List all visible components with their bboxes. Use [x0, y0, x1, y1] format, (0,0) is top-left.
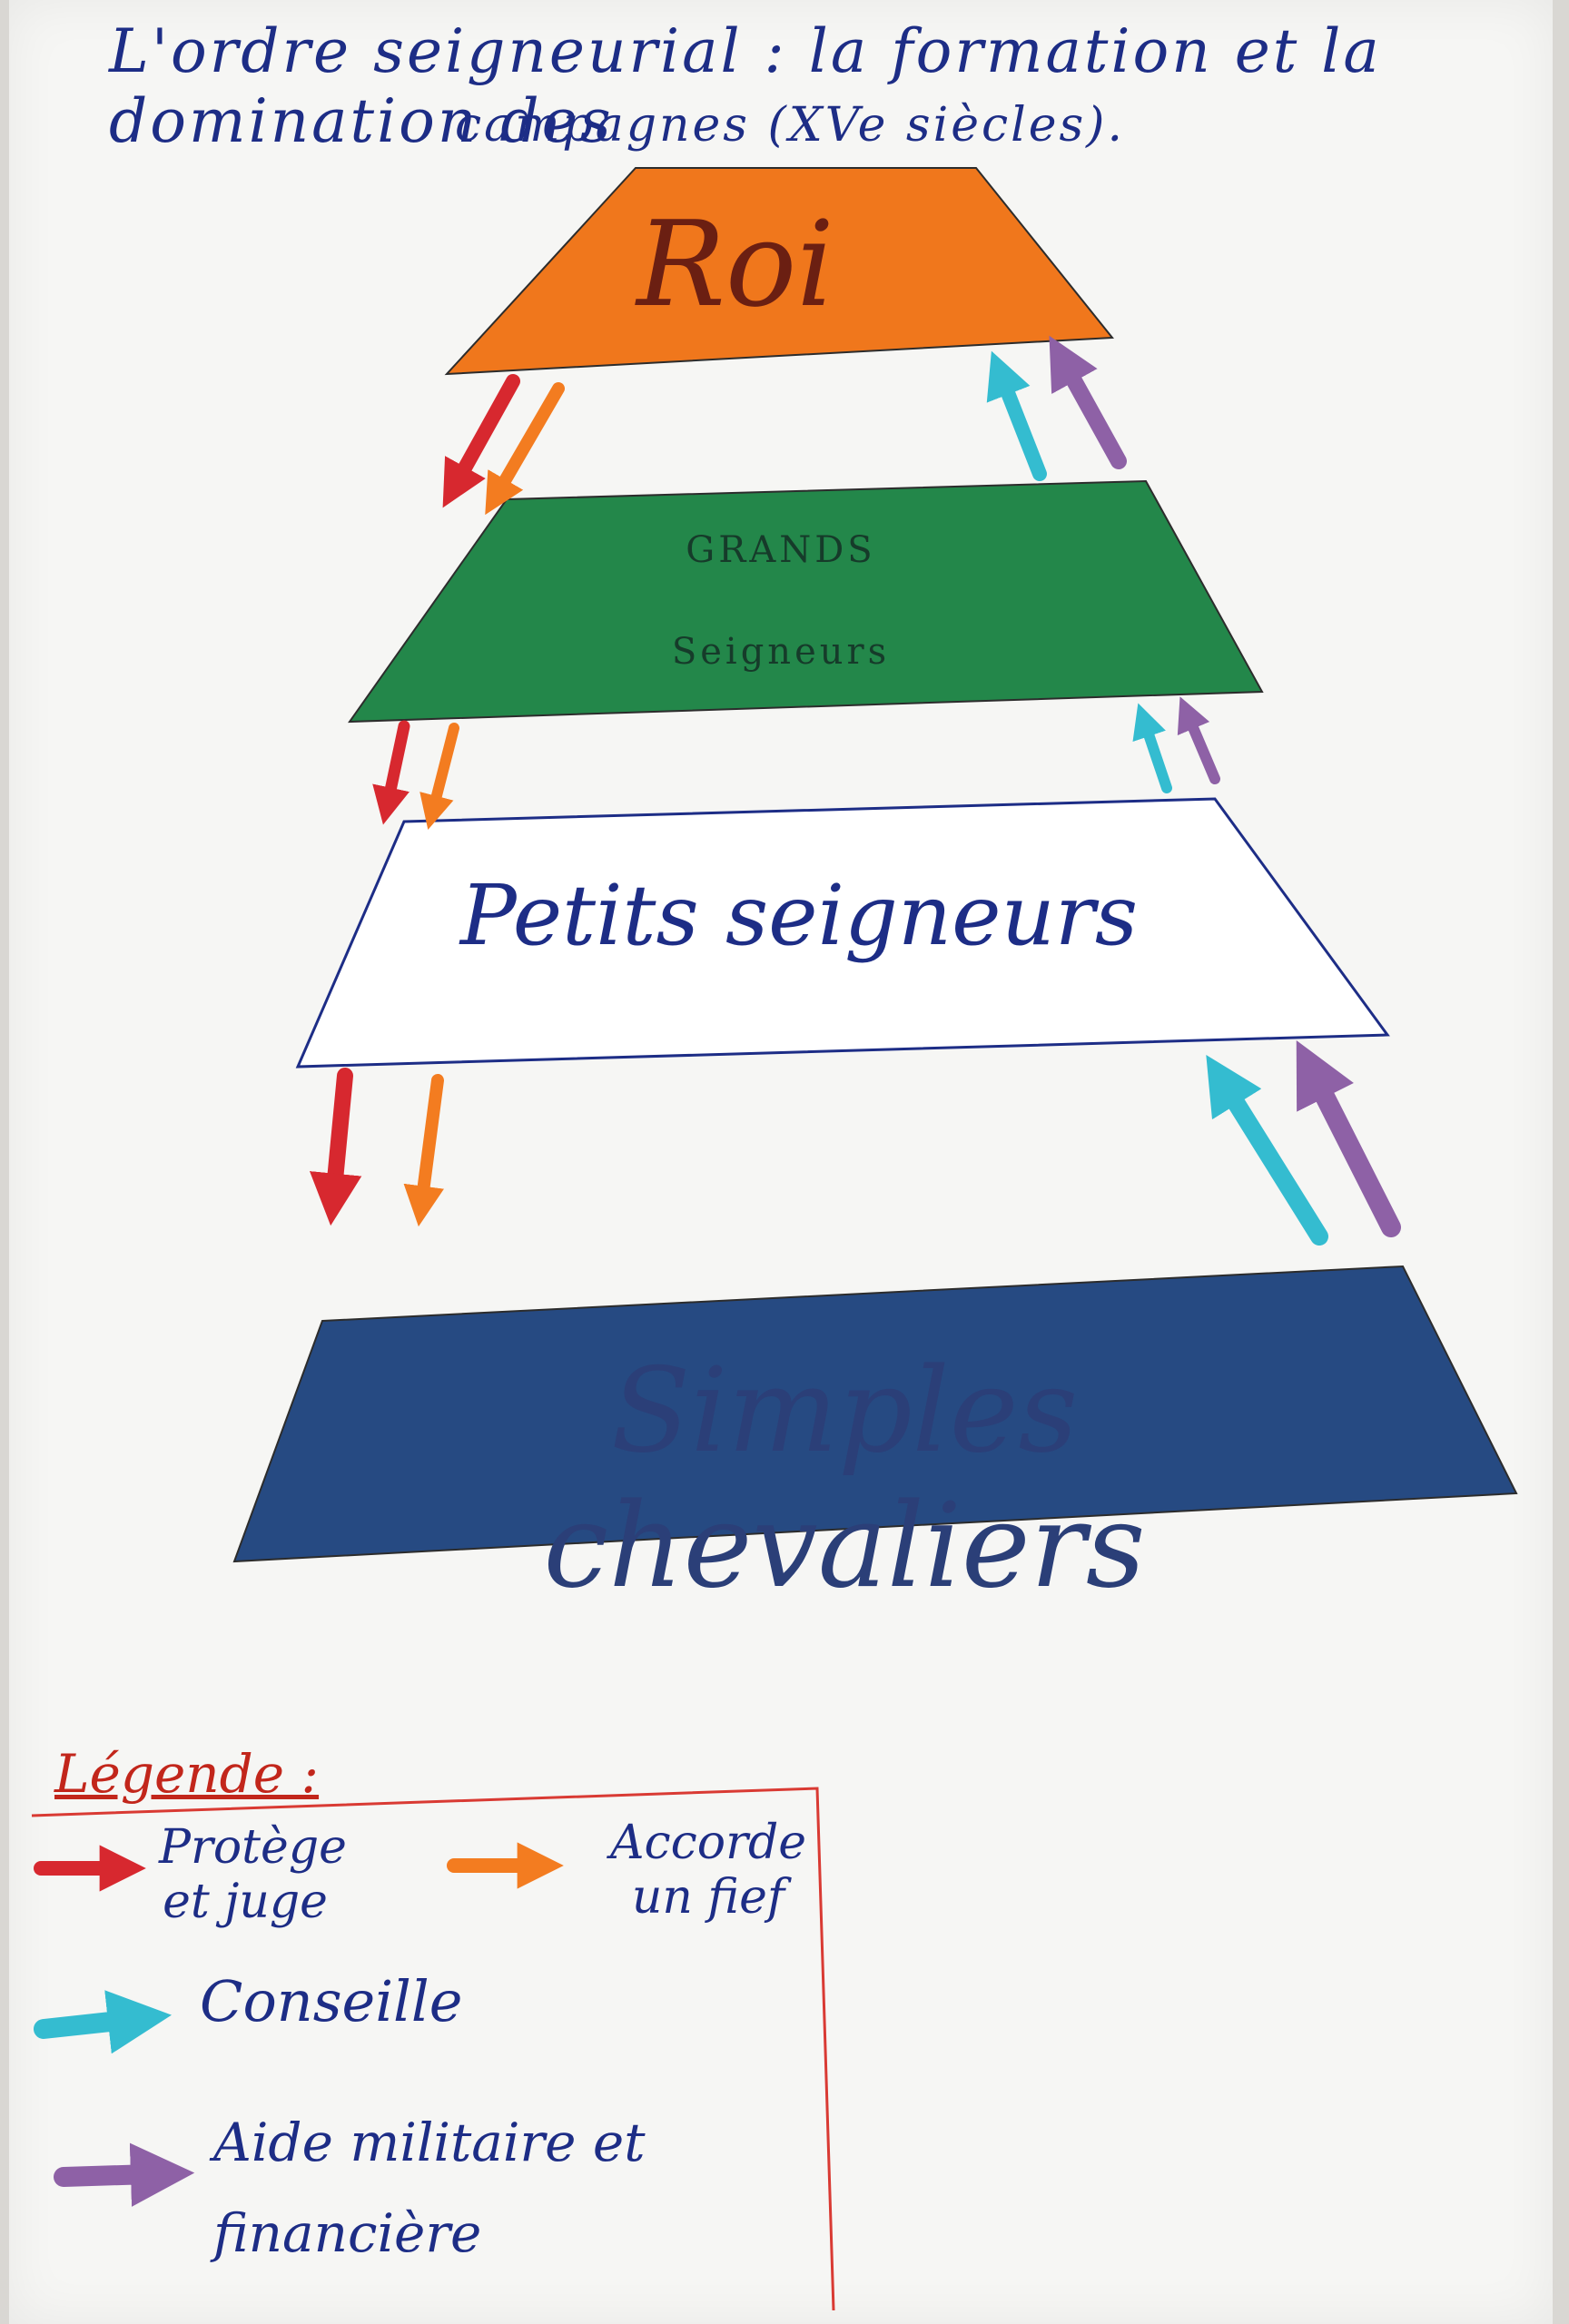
arrow-conseille-petits-grands — [1132, 703, 1172, 793]
legend-title: Légende : — [54, 1743, 320, 1805]
arrow-protege-roi-grands — [442, 374, 520, 508]
legend-label-protege: Protège et juge — [159, 1820, 347, 1929]
arrow-aide-grands-roi — [1049, 335, 1127, 469]
arrow-aide-simples-petits — [1296, 1040, 1401, 1237]
arrow-protege-grands-petits — [372, 720, 410, 825]
arrow-protege-petits-simples — [309, 1068, 362, 1226]
tier-simples-chevaliers-shape — [232, 1265, 1518, 1563]
tier-roi-shape — [444, 167, 1114, 376]
poster-sheet — [9, 0, 1553, 2324]
legend-label-aide: Aide militaire et financière — [213, 2112, 646, 2264]
legend-swatch-aide — [54, 2142, 195, 2207]
tier-petits-seigneurs-shape — [295, 797, 1390, 1068]
poster-title-line-2: campagnes (XVe siècles). — [455, 98, 1125, 153]
legend-frame — [31, 1787, 835, 2311]
tier-grands-seigneurs-shape — [348, 479, 1264, 724]
arrow-aide-petits-grands — [1177, 696, 1220, 784]
arrow-conseille-grands-roi — [986, 350, 1047, 481]
tier-grands-seigneurs-label: GRANDS Seigneurs — [671, 529, 891, 673]
legend-label-fief: Accorde un fief — [609, 1816, 807, 1925]
legend-label-conseille: Conseille — [200, 1968, 463, 2034]
arrow-fief-petits-simples — [403, 1074, 444, 1227]
tier-petits-seigneurs-label: Petits seigneurs — [459, 867, 1139, 964]
poster-title-line-1: L'ordre seigneurial : la formation et la… — [109, 16, 1382, 156]
arrow-fief-roi-grands — [485, 382, 565, 516]
tier-simples-chevaliers-label: Simples chevaliers — [543, 1344, 1146, 1614]
legend-swatch-conseille — [34, 1990, 172, 2054]
arrow-conseille-simples-petits — [1206, 1054, 1328, 1246]
arrow-fief-grands-petits — [419, 723, 459, 831]
tier-roi-label: Roi — [636, 195, 834, 333]
